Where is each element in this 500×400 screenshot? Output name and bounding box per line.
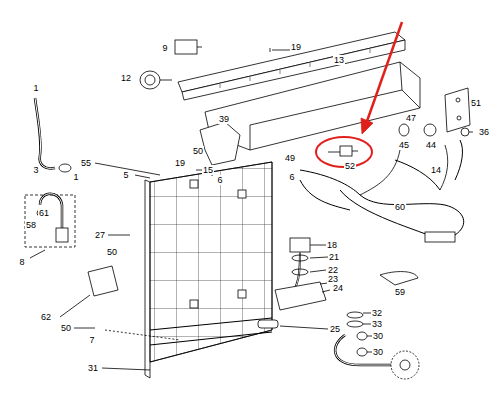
callout-number: 52: [344, 161, 356, 171]
callout-number: 32: [371, 308, 383, 318]
callout-number: 19: [290, 42, 302, 52]
callout-number: 15: [202, 165, 214, 175]
callout-number: 39: [218, 114, 230, 124]
callout-number: 50: [60, 323, 72, 333]
callout-number: 30: [372, 331, 384, 341]
callout-number: 61: [38, 208, 50, 218]
callout-number: 49: [284, 153, 296, 163]
callout-number: 9: [161, 43, 168, 53]
callout-number: 21: [328, 252, 340, 262]
callout-number: 1: [72, 172, 79, 182]
callout-number: 44: [425, 140, 437, 150]
callout-number: 1: [32, 83, 39, 93]
callout-number: 58: [25, 220, 37, 230]
callout-number: 59: [394, 287, 406, 297]
callout-number: 31: [87, 363, 99, 373]
callout-number: 19: [174, 158, 186, 168]
callout-number: 3: [32, 165, 39, 175]
callout-number: 50: [192, 146, 204, 156]
callout-number: 51: [470, 98, 482, 108]
callout-number: 33: [371, 319, 383, 329]
callout-number: 45: [398, 140, 410, 150]
callout-number: 24: [332, 283, 344, 293]
callout-number: 36: [478, 127, 490, 137]
callout-number: 30: [372, 347, 384, 357]
callout-number: 18: [326, 240, 338, 250]
callout-number: 50: [106, 247, 118, 257]
callout-number: 6: [288, 172, 295, 182]
callout-number: 12: [120, 73, 132, 83]
callout-number: 6: [216, 175, 223, 185]
callout-number: 60: [394, 202, 406, 212]
callout-number: 27: [94, 230, 106, 240]
callout-number: 7: [88, 335, 95, 345]
callout-number: 8: [18, 257, 25, 267]
callout-number: 5: [122, 170, 129, 180]
callout-number: 55: [80, 158, 92, 168]
callout-number: 13: [333, 55, 345, 65]
callout-number: 14: [430, 165, 442, 175]
callout-number: 62: [40, 312, 52, 322]
callout-number: 25: [329, 324, 341, 334]
callout-number: 47: [405, 113, 417, 123]
